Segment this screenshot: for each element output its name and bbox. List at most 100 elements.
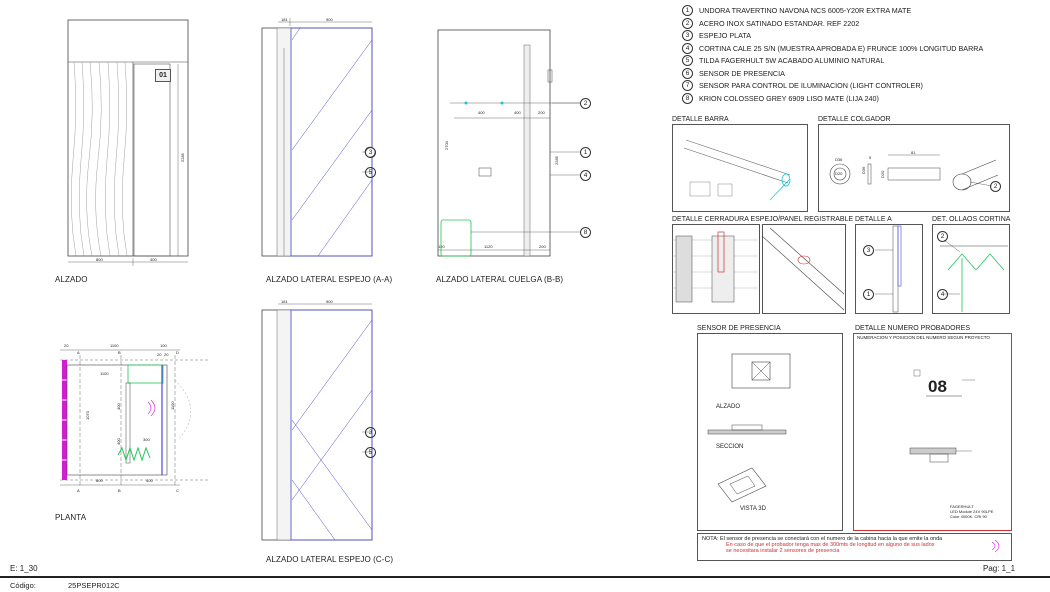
note: NOTA: El sensor de presencia se conectar… [702, 536, 942, 554]
code-label: Código: [10, 581, 36, 590]
dim-colgador-d3: 5 [869, 155, 872, 160]
callout-5: 5 [365, 167, 376, 178]
dim-planta-h5: 1100 [170, 401, 175, 410]
dim-alzado-height: 2285 [180, 153, 185, 162]
detail-title-cerradura: DETALLE CERRADURA ESPEJO/PANEL REGISTRAB… [672, 216, 854, 223]
view-title-alzado: ALZADO [55, 275, 88, 284]
note-line-2: En caso de que el probador tenga mas de … [726, 542, 935, 548]
dim-planta-h4: 300 [143, 437, 150, 442]
scale-label: E: 1_30 [10, 564, 38, 573]
dim-planta-top-5: 20 [164, 352, 169, 357]
note-box [697, 533, 1012, 561]
callout-3: 3 [365, 427, 376, 438]
dim-planta-inner: 1100 [100, 371, 109, 376]
legend-item: 7 SENSOR PARA CONTROL DE ILUMINACION (LIG… [682, 80, 923, 91]
dim-planta-top-1: 1100 [110, 343, 119, 348]
dim-bb-bottom-3: 200 [539, 244, 546, 249]
dim-cc-top-2: 900 [326, 299, 333, 304]
view-title-aa: ALZADO LATERAL ESPEJO (A-A) [266, 275, 393, 284]
code-value: 25PSEPR012C [68, 581, 120, 590]
dim-bb-3: 200 [538, 110, 545, 115]
dim-bb-bottom-2: 1120 [484, 244, 493, 249]
callout-3: 3 [863, 245, 874, 256]
fagerhult-spec-line: FAGERHULT [950, 504, 974, 509]
callout-3: 3 [365, 147, 376, 158]
dim-planta-h2: 400 [116, 403, 121, 410]
legend-text: UNDORA TRAVERTINO NAVONA NCS 6005-Y20R E… [699, 6, 912, 15]
detail-title-sensor: SENSOR DE PRESENCIA [697, 325, 781, 332]
detail-box-ollaos [932, 224, 1010, 314]
footer-divider [0, 576, 1050, 578]
dim-alzado-width-2: 400 [150, 257, 157, 262]
detail-title-ollaos: DET. OLLAOS CORTINA [932, 216, 1011, 223]
dim-planta-top-4: 20 [157, 352, 162, 357]
dim-aa-top-1: 181 [281, 17, 288, 22]
dim-colgador-d5: D36 [861, 166, 866, 174]
cabin-number-plate: 01 [155, 69, 171, 82]
legend-number: 6 [682, 67, 693, 79]
callout-4: 4 [580, 170, 591, 181]
detail-box-cerradura-1 [672, 224, 760, 314]
dim-cc-top-1: 181 [281, 299, 288, 304]
dim-aa-top-2: 900 [326, 17, 333, 22]
view-title-cc: ALZADO LATERAL ESPEJO (C-C) [266, 555, 394, 564]
callout-4: 4 [937, 289, 948, 300]
dim-bb-height: 2700 [444, 141, 449, 150]
callout-2: 2 [937, 231, 948, 242]
note-label: NOTA: [702, 536, 719, 542]
detail-title-a: DETALLE A [855, 216, 892, 223]
section-marker-b: B [118, 350, 121, 355]
detail-title-numero: DETALLE NUMERO PROBADORES [855, 325, 971, 332]
callout-2: 2 [580, 98, 591, 109]
note-line-3: se necesitara instalar 2 sensores de pre… [726, 548, 840, 554]
callout-1: 1 [863, 289, 874, 300]
dim-colgador-d4: 81 [911, 150, 916, 155]
legend-number: 4 [682, 42, 693, 54]
legend-text: SENSOR PARA CONTROL DE ILUMINACION (LIGH… [699, 81, 923, 90]
callout-8: 8 [580, 227, 591, 238]
legend-text: ESPEJO PLATA [699, 31, 752, 40]
section-marker-c-bottom: C [176, 488, 179, 493]
sensor-label-vista3d: VISTA 3D [740, 506, 766, 512]
legend-number: 8 [682, 92, 693, 104]
numero-subtitle: NUMERACION Y POSICION DEL NUMERO SEGUN P… [857, 335, 990, 340]
section-marker-a-bottom: A [77, 488, 80, 493]
legend-text: SENSOR DE PRESENCIA [699, 68, 785, 78]
dim-bb-2: 400 [514, 110, 521, 115]
dim-planta-h3: 400 [116, 438, 121, 445]
legend-number: 5 [682, 55, 693, 66]
detail-box-numero [853, 333, 1012, 531]
legend-item: 8 KRION COLOSSEO GREY 6909 LISO MATE (LIJ… [682, 92, 879, 104]
dim-colgador-d6: D20 [880, 170, 885, 178]
detail-box-barra [672, 124, 808, 212]
detail-box-cerradura-2 [762, 224, 846, 314]
section-marker-a: A [77, 350, 80, 355]
dim-colgador-d1: D36 [835, 157, 843, 162]
numero-sample: 08 [928, 377, 947, 396]
dim-bb-height-2: 2285 [554, 156, 559, 165]
dim-planta-bottom-1: 800 [96, 478, 103, 483]
detail-box-colgador [818, 124, 1010, 212]
dim-planta-bottom-2: 400 [146, 478, 153, 483]
legend-item: 6 SENSOR DE PRESENCIA [682, 67, 785, 79]
note-line-1: El sensor de presencia se conectará con … [719, 536, 943, 542]
legend-text: KRION COLOSSEO GREY 6909 LISO MATE (LIJA… [699, 93, 879, 103]
section-marker-b-bottom: B [118, 488, 121, 493]
detail-box-sensor [697, 333, 843, 531]
dim-alzado-width-1: 800 [96, 257, 103, 262]
legend-text: ACERO INOX SATINADO ESTANDAR. REF 2202 [699, 18, 860, 28]
dim-planta-h1: 1070 [85, 411, 90, 420]
detail-title-colgador: DETALLE COLGADOR [818, 116, 891, 123]
callout-2: 2 [990, 181, 1001, 192]
legend-item: 3 ESPEJO PLATA [682, 30, 751, 41]
legend-number: 7 [682, 80, 693, 91]
callout-5: 5 [365, 447, 376, 458]
fagerhult-spec-line: LED Module 24V 90LPE [950, 509, 994, 514]
view-title-bb: ALZADO LATERAL CUELGA (B-B) [436, 275, 564, 284]
legend-number: 3 [682, 30, 693, 41]
callout-1: 1 [580, 147, 591, 158]
